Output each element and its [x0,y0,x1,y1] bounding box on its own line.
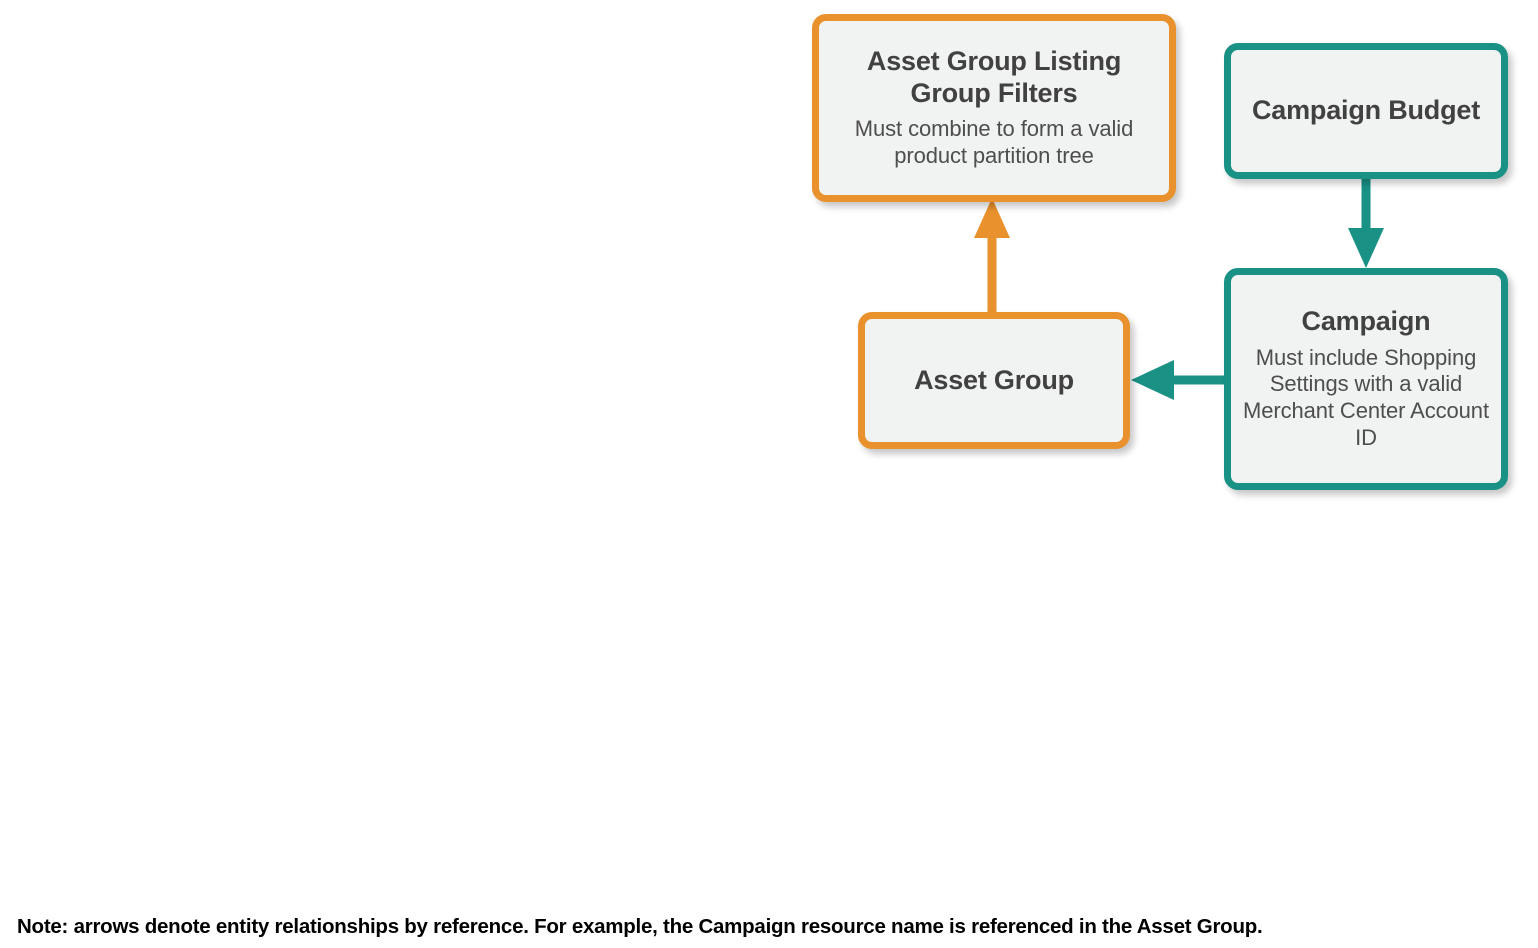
diagram-note: Note: arrows denote entity relationships… [17,915,1263,938]
node-title: Asset Group Listing Group Filters [866,46,1122,108]
node-description: Must combine to form a valid product par… [854,115,1134,168]
node-campaign-budget[interactable]: Campaign Budget [1224,43,1508,179]
edge-asset-group-to-listing-group-filters [974,198,1010,315]
node-asset-group[interactable]: Asset Group [858,312,1130,449]
node-campaign[interactable]: Campaign Must include Shopping Settings … [1224,268,1508,490]
node-title: Asset Group [914,364,1074,395]
node-title: Campaign [1301,306,1431,337]
edge-campaign-budget-to-campaign [1348,176,1384,268]
node-asset-group-listing-group-filters[interactable]: Asset Group Listing Group Filters Must c… [812,14,1176,202]
edge-campaign-to-asset-group [1131,360,1226,400]
node-title: Campaign Budget [1251,95,1480,126]
node-description: Must include Shopping Settings with a va… [1243,344,1489,450]
